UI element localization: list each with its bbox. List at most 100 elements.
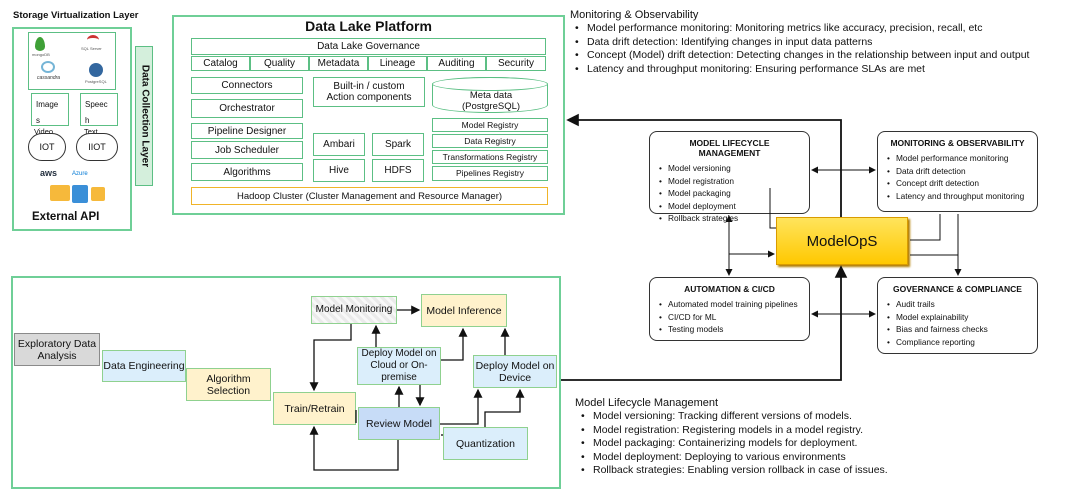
modelops-label: ModelOpS bbox=[806, 232, 878, 250]
governance-item: Model explainability bbox=[887, 311, 1029, 324]
model-monitoring-box: Model Monitoring bbox=[311, 296, 397, 324]
governance-compliance-title: GOVERNANCE & COMPLIANCE bbox=[893, 284, 1022, 294]
monitoring-notes-title: Monitoring & Observability bbox=[570, 9, 699, 21]
automation-item: Automated model training pipelines bbox=[659, 298, 801, 311]
lifecycle-management-box: MODEL LIFECYCLE MANAGEMENT Model version… bbox=[649, 131, 810, 225]
review-model-box: Review Model bbox=[358, 407, 440, 440]
deploy-device-box: Deploy Model on Device bbox=[473, 355, 557, 388]
lifecycle-note-item: Model packaging: Containerizing models f… bbox=[581, 437, 1067, 451]
lifecycle-note-item: Model versioning: Tracking different ver… bbox=[581, 410, 1067, 424]
algorithms-box: Algorithms bbox=[191, 163, 303, 181]
deploy-cloud-box: Deploy Model on Cloud or On-premise bbox=[357, 347, 441, 385]
modelops-to-datalake-arrow bbox=[566, 113, 842, 217]
governance-compliance-box: GOVERNANCE & COMPLIANCE Audit trails Mod… bbox=[877, 277, 1038, 354]
speech-box: Speec h bbox=[80, 93, 118, 126]
automation-item: Testing models bbox=[659, 323, 801, 336]
cloud-to-inference-arrow bbox=[441, 327, 468, 361]
eda-box: Exploratory Data Analysis bbox=[14, 333, 100, 366]
monitoring-notes-list: Model performance monitoring: Monitoring… bbox=[571, 22, 1076, 76]
governance-security: Security bbox=[486, 56, 546, 71]
azure-logo: Azure bbox=[72, 171, 88, 177]
automation-cicd-box: AUTOMATION & CI/CD Automated model train… bbox=[649, 277, 810, 341]
hdfs-box: HDFS bbox=[372, 159, 424, 182]
data-lake-title: Data Lake Platform bbox=[305, 18, 432, 34]
monitoring-observability-title: MONITORING & OBSERVABILITY bbox=[890, 138, 1025, 148]
metadata-db-label: Meta data (PostgreSQL) bbox=[461, 90, 521, 112]
sql-file-icon bbox=[72, 185, 88, 203]
sqlserver-icon bbox=[87, 35, 99, 45]
quantization-to-device-arrow bbox=[484, 388, 525, 427]
monitoring-note-item: Data drift detection: Identifying change… bbox=[575, 36, 1076, 50]
monitoring-note-item: Model performance monitoring: Monitoring… bbox=[575, 22, 1076, 36]
automation-item: CI/CD for ML bbox=[659, 311, 801, 324]
iiot-label: IIOT bbox=[88, 142, 106, 152]
monitoring-note-item: Concept (Model) drift detection: Detecti… bbox=[575, 49, 1076, 63]
connectors-box: Connectors bbox=[191, 77, 303, 94]
postgresql-label: PostgreSQL bbox=[85, 79, 107, 84]
text-label: Text bbox=[84, 127, 98, 136]
aws-logo: aws bbox=[40, 168, 58, 178]
ambari-box: Ambari bbox=[313, 133, 365, 156]
lifecycle-item: Model packaging bbox=[659, 187, 801, 200]
hadoop-cluster-box: Hadoop Cluster (Cluster Management and R… bbox=[191, 187, 548, 205]
governance-bar: Data Lake Governance bbox=[191, 38, 546, 55]
review-to-device-arrow bbox=[440, 388, 483, 425]
speech-label: Speec h bbox=[85, 100, 108, 125]
governance-item: Compliance reporting bbox=[887, 336, 1029, 349]
train-retrain-box: Train/Retrain bbox=[273, 392, 356, 425]
data-engineering-box: Data Engineering bbox=[102, 350, 186, 382]
sqlserver-label: SQL Server bbox=[81, 46, 102, 51]
monitoring-item: Data drift detection bbox=[887, 165, 1029, 178]
pipelines-registry-box: Pipelines Registry bbox=[432, 166, 548, 181]
folder-icon bbox=[50, 185, 70, 201]
lifecycle-item: Model versioning bbox=[659, 162, 801, 175]
lifecycle-item: Rollback strategies bbox=[659, 212, 801, 225]
pipeline-to-modelops-arrow bbox=[561, 265, 848, 381]
lifecycle-item: Model deployment bbox=[659, 200, 801, 213]
images-box: Image s bbox=[31, 93, 69, 126]
external-api-label: External API bbox=[32, 211, 100, 223]
monitoring-to-train-loop bbox=[309, 324, 352, 392]
orchestrator-box: Orchestrator bbox=[191, 99, 303, 118]
lifecycle-modelops-link bbox=[769, 188, 776, 229]
images-label: Image s bbox=[36, 100, 59, 125]
lifecycle-notes-title: Model Lifecycle Management bbox=[575, 397, 719, 409]
hive-box: Hive bbox=[313, 159, 365, 182]
data-registry-box: Data Registry bbox=[432, 134, 548, 148]
mongodb-icon bbox=[35, 37, 45, 51]
lifecycle-notes-list: Model versioning: Tracking different ver… bbox=[577, 410, 1067, 478]
review-to-train-loop bbox=[309, 425, 399, 471]
governance-lineage: Lineage bbox=[368, 56, 427, 71]
monitoring-item: Model performance monitoring bbox=[887, 152, 1029, 165]
monitoring-modelops-link bbox=[910, 214, 941, 241]
lifecycle-note-item: Rollback strategies: Enabling version ro… bbox=[581, 464, 1067, 478]
algorithm-selection-box: Algorithm Selection bbox=[186, 368, 271, 401]
governance-metadata: Metadata bbox=[309, 56, 368, 71]
iot-label: IOT bbox=[39, 142, 55, 152]
database-logos-box: mongoDB SQL Server cassandra PostgreSQL bbox=[28, 32, 116, 90]
storage-layer-panel: mongoDB SQL Server cassandra PostgreSQL … bbox=[12, 27, 132, 231]
monitoring-item: Latency and throughput monitoring bbox=[887, 190, 1029, 203]
database-folder-icon bbox=[91, 187, 105, 201]
model-inference-box: Model Inference bbox=[421, 294, 507, 327]
transformations-registry-box: Transformations Registry bbox=[432, 150, 548, 164]
lifecycle-item: Model registration bbox=[659, 175, 801, 188]
cassandra-icon bbox=[41, 61, 55, 73]
monitoring-note-item: Latency and throughput monitoring: Ensur… bbox=[575, 63, 1076, 77]
storage-layer-title: Storage Virtualization Layer bbox=[13, 10, 139, 21]
monitoring-item: Concept drift detection bbox=[887, 177, 1029, 190]
governance-item: Bias and fairness checks bbox=[887, 323, 1029, 336]
job-scheduler-box: Job Scheduler bbox=[191, 141, 303, 159]
metadata-db-cylinder-top bbox=[432, 77, 548, 91]
pipeline-designer-box: Pipeline Designer bbox=[191, 123, 303, 139]
postgresql-icon bbox=[89, 63, 103, 77]
monitoring-observability-box: MONITORING & OBSERVABILITY Model perform… bbox=[877, 131, 1038, 212]
lifecycle-note-item: Model registration: Registering models i… bbox=[581, 424, 1067, 438]
mongodb-label: mongoDB bbox=[32, 52, 50, 57]
data-collection-layer bbox=[135, 46, 153, 186]
lifecycle-note-item: Model deployment: Deploying to various e… bbox=[581, 451, 1067, 465]
iot-cloud-icon: IOT bbox=[28, 133, 66, 161]
video-label: Video bbox=[34, 127, 54, 136]
automation-cicd-title: AUTOMATION & CI/CD bbox=[684, 284, 775, 294]
